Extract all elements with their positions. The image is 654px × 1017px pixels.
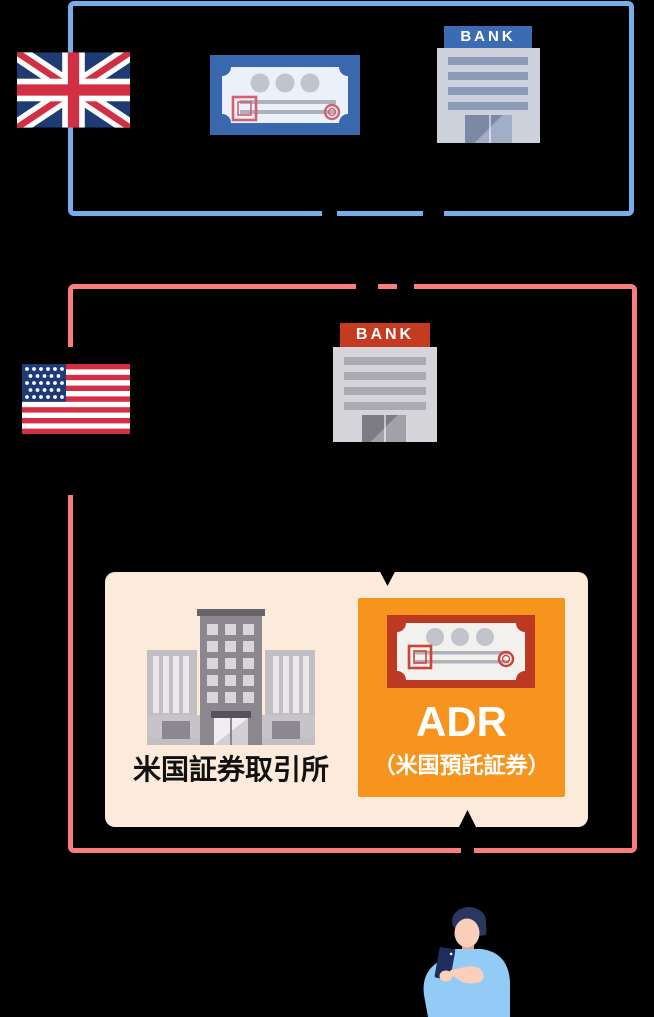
- up-arrow-icon: [464, 825, 471, 907]
- uk-flag-icon: [17, 52, 130, 128]
- adr-panel: ADR （米国預託証券）: [358, 598, 565, 797]
- exchange-label: 米国証券取引所: [132, 754, 329, 785]
- border-gap: [397, 282, 414, 293]
- border-gap: [356, 282, 378, 293]
- investor-icon: [423, 907, 510, 1017]
- border-gap: [322, 208, 337, 219]
- uk-bank-icon: BANK: [437, 26, 540, 143]
- border-gap: [423, 208, 444, 219]
- down-arrow-icon: [384, 445, 391, 567]
- us-bank-icon: BANK: [333, 323, 437, 442]
- adr-subtitle: （米国預託証券）: [373, 753, 550, 778]
- us-bank-sign-label: BANK: [340, 323, 430, 347]
- uk-bank-sign-label: BANK: [444, 26, 532, 48]
- adr-title: ADR: [416, 698, 507, 745]
- stock-exchange-icon: [147, 609, 315, 745]
- stock-certificate-icon: [210, 55, 360, 135]
- us-market-box: [68, 284, 637, 853]
- us-flag-icon: [22, 364, 130, 434]
- adr-certificate-icon: [387, 615, 535, 688]
